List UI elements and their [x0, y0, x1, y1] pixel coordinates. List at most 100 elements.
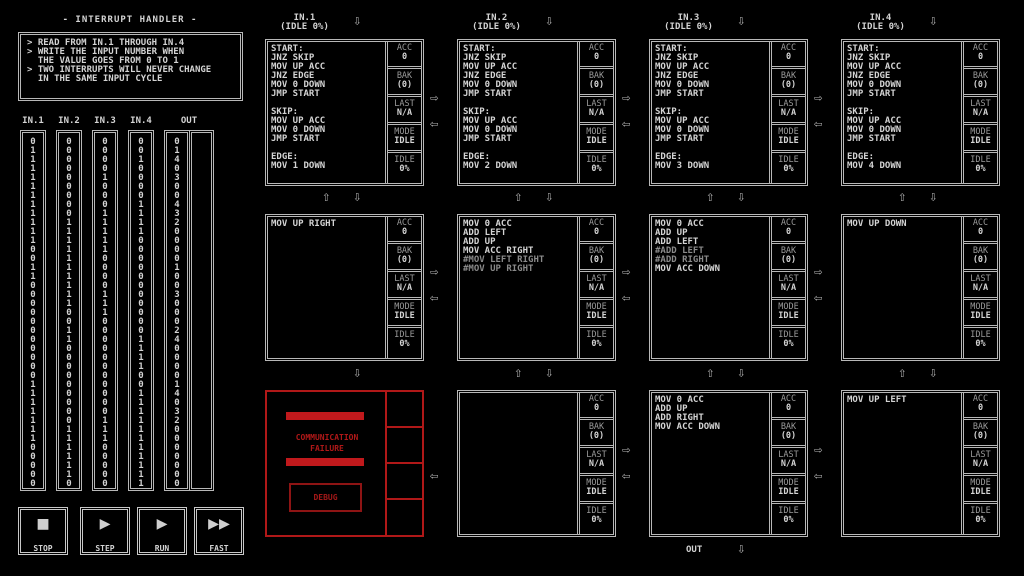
register-value: IDLE — [778, 487, 799, 497]
register-value: 0 — [593, 403, 600, 413]
fast-button[interactable]: ▶▶FAST — [194, 507, 244, 555]
input-label: IN.3 — [677, 13, 700, 23]
arrow-down-icon: ⇩ — [737, 541, 746, 557]
stream-value: 0 — [102, 389, 108, 399]
stream-value: 0 — [66, 380, 72, 390]
stream-value: 0 — [174, 371, 180, 381]
stream-value: 1 — [66, 272, 72, 282]
step-button[interactable]: ▶STEP — [80, 507, 130, 555]
stream-value: 0 — [66, 155, 72, 165]
stream-value: 0 — [66, 209, 72, 219]
stream-value: 0 — [102, 155, 108, 165]
register-label: MODE — [778, 127, 799, 137]
code-line: MOV UP ACC — [847, 116, 902, 126]
code-line: MOV UP RIGHT — [271, 219, 337, 229]
stream-value: 0 — [174, 353, 180, 363]
bak-register: BAK(0) — [772, 244, 805, 272]
stream-value: 3 — [174, 173, 180, 183]
register-value: 0 — [977, 227, 984, 237]
code-editor[interactable]: MOV UP RIGHT — [268, 217, 388, 358]
code-editor[interactable] — [460, 393, 580, 534]
stream-value: 0 — [102, 443, 108, 453]
description-line: > READ FROM IN.1 THROUGH IN.4 — [27, 38, 185, 48]
code-line: ADD UP — [463, 237, 496, 247]
stream-value: 1 — [30, 434, 36, 444]
bak-register: BAK(0) — [772, 420, 805, 448]
code-line: MOV 4 DOWN — [847, 161, 902, 171]
register-value: IDLE — [970, 311, 991, 321]
register-value: IDLE — [394, 311, 415, 321]
stream-value: 1 — [66, 218, 72, 228]
register-label: LAST — [778, 450, 799, 460]
register-value: 0 — [593, 227, 600, 237]
stream-value: 1 — [102, 299, 108, 309]
stream-value: 0 — [138, 254, 144, 264]
register-label: ACC — [588, 394, 605, 404]
stream-value: 0 — [174, 191, 180, 201]
register-label: LAST — [394, 274, 415, 284]
code-editor[interactable]: MOV UP DOWN — [844, 217, 964, 358]
register-value: (0) — [588, 255, 605, 265]
stream-value: 1 — [138, 443, 144, 453]
code-line: MOV UP ACC — [463, 62, 518, 72]
register-label: ACC — [588, 43, 605, 53]
code-line: EDGE: — [271, 152, 299, 162]
code-line: SKIP: — [271, 107, 299, 117]
run-button[interactable]: ▶RUN — [137, 507, 187, 555]
register-value: (0) — [396, 80, 413, 90]
stream-value: 1 — [30, 173, 36, 183]
register-label: LAST — [778, 274, 799, 284]
code-line: MOV ACC DOWN — [655, 422, 721, 432]
stream-value: 0 — [102, 407, 108, 417]
register-label: BAK — [588, 246, 605, 256]
register-value: (0) — [972, 431, 989, 441]
register-value: 0% — [591, 339, 602, 349]
stream-value: 0 — [102, 326, 108, 336]
stream-value: 3 — [174, 209, 180, 219]
code-line: MOV 0 DOWN — [271, 80, 326, 90]
stream-value: 1 — [138, 470, 144, 480]
stop-icon: ■ — [37, 513, 49, 534]
register-value: (0) — [780, 255, 797, 265]
stream-label: IN.4 — [130, 116, 152, 126]
stream-value: 0 — [102, 317, 108, 327]
bak-register: BAK(0) — [580, 69, 613, 97]
failure-message-line: FAILURE — [310, 444, 344, 453]
register-label: IDLE — [778, 506, 799, 516]
code-line: MOV 0 DOWN — [463, 125, 518, 135]
code-line: JMP START — [847, 134, 896, 144]
register-value: N/A — [972, 459, 989, 469]
register-value: N/A — [780, 459, 797, 469]
stream-value: 1 — [66, 245, 72, 255]
code-editor[interactable]: MOV UP LEFT — [844, 393, 964, 534]
input-header: IN.3(IDLE 0%) — [609, 14, 768, 32]
stream-value: 0 — [66, 200, 72, 210]
input-label: IN.4 — [869, 13, 892, 23]
code-line: ADD RIGHT — [655, 413, 704, 423]
register-label: ACC — [780, 218, 797, 228]
stop-button[interactable]: ■STOP — [18, 507, 68, 555]
stream-value: 0 — [30, 470, 36, 480]
register-value: 0% — [975, 515, 986, 525]
stream-value: 0 — [102, 146, 108, 156]
register-value: IDLE — [778, 311, 799, 321]
debug-button[interactable]: DEBUG — [289, 483, 362, 512]
code-line: MOV 0 DOWN — [463, 80, 518, 90]
